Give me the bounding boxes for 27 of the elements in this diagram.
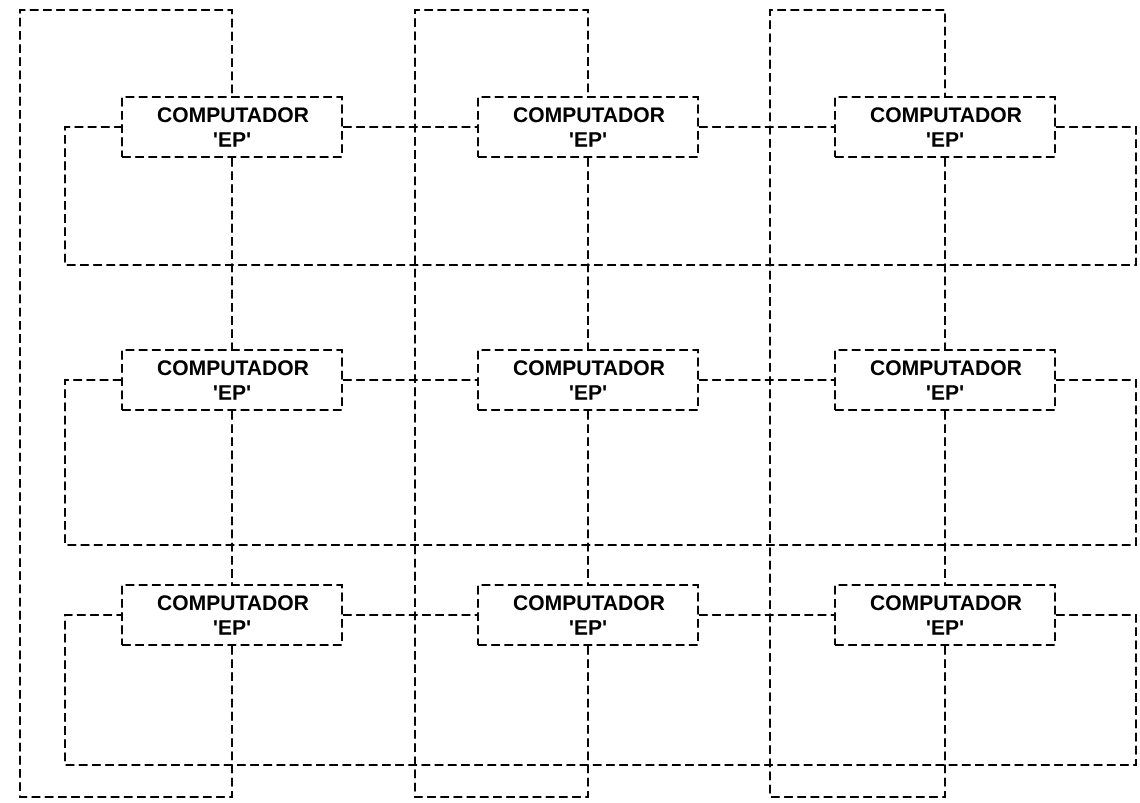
connector-line: [231, 410, 233, 585]
computer-box: COMPUTADOR 'EP': [477, 349, 699, 411]
connector-line: [944, 157, 946, 350]
connector-line: [342, 614, 478, 616]
connector-line: [19, 9, 233, 798]
connector-line: [64, 614, 1137, 766]
connector-line: [64, 379, 1137, 546]
connector-line: [698, 614, 835, 616]
computer-box: COMPUTADOR 'EP': [121, 349, 343, 411]
computer-box: COMPUTADOR 'EP': [834, 349, 1056, 411]
connector-line: [342, 126, 478, 128]
connector-line: [414, 9, 589, 798]
computer-box: COMPUTADOR 'EP': [477, 584, 699, 646]
connector-line: [231, 157, 233, 350]
connector-line: [587, 157, 589, 350]
connector-line: [698, 126, 835, 128]
connector-line: [944, 410, 946, 585]
computer-box: COMPUTADOR 'EP': [477, 96, 699, 158]
computer-box: COMPUTADOR 'EP': [121, 584, 343, 646]
connector-line: [769, 9, 946, 798]
computer-box: COMPUTADOR 'EP': [121, 96, 343, 158]
connector-line: [342, 379, 478, 381]
computer-box: COMPUTADOR 'EP': [834, 584, 1056, 646]
connector-line: [64, 126, 1137, 266]
connector-line: [587, 410, 589, 585]
connector-line: [698, 379, 835, 381]
computer-box: COMPUTADOR 'EP': [834, 96, 1056, 158]
